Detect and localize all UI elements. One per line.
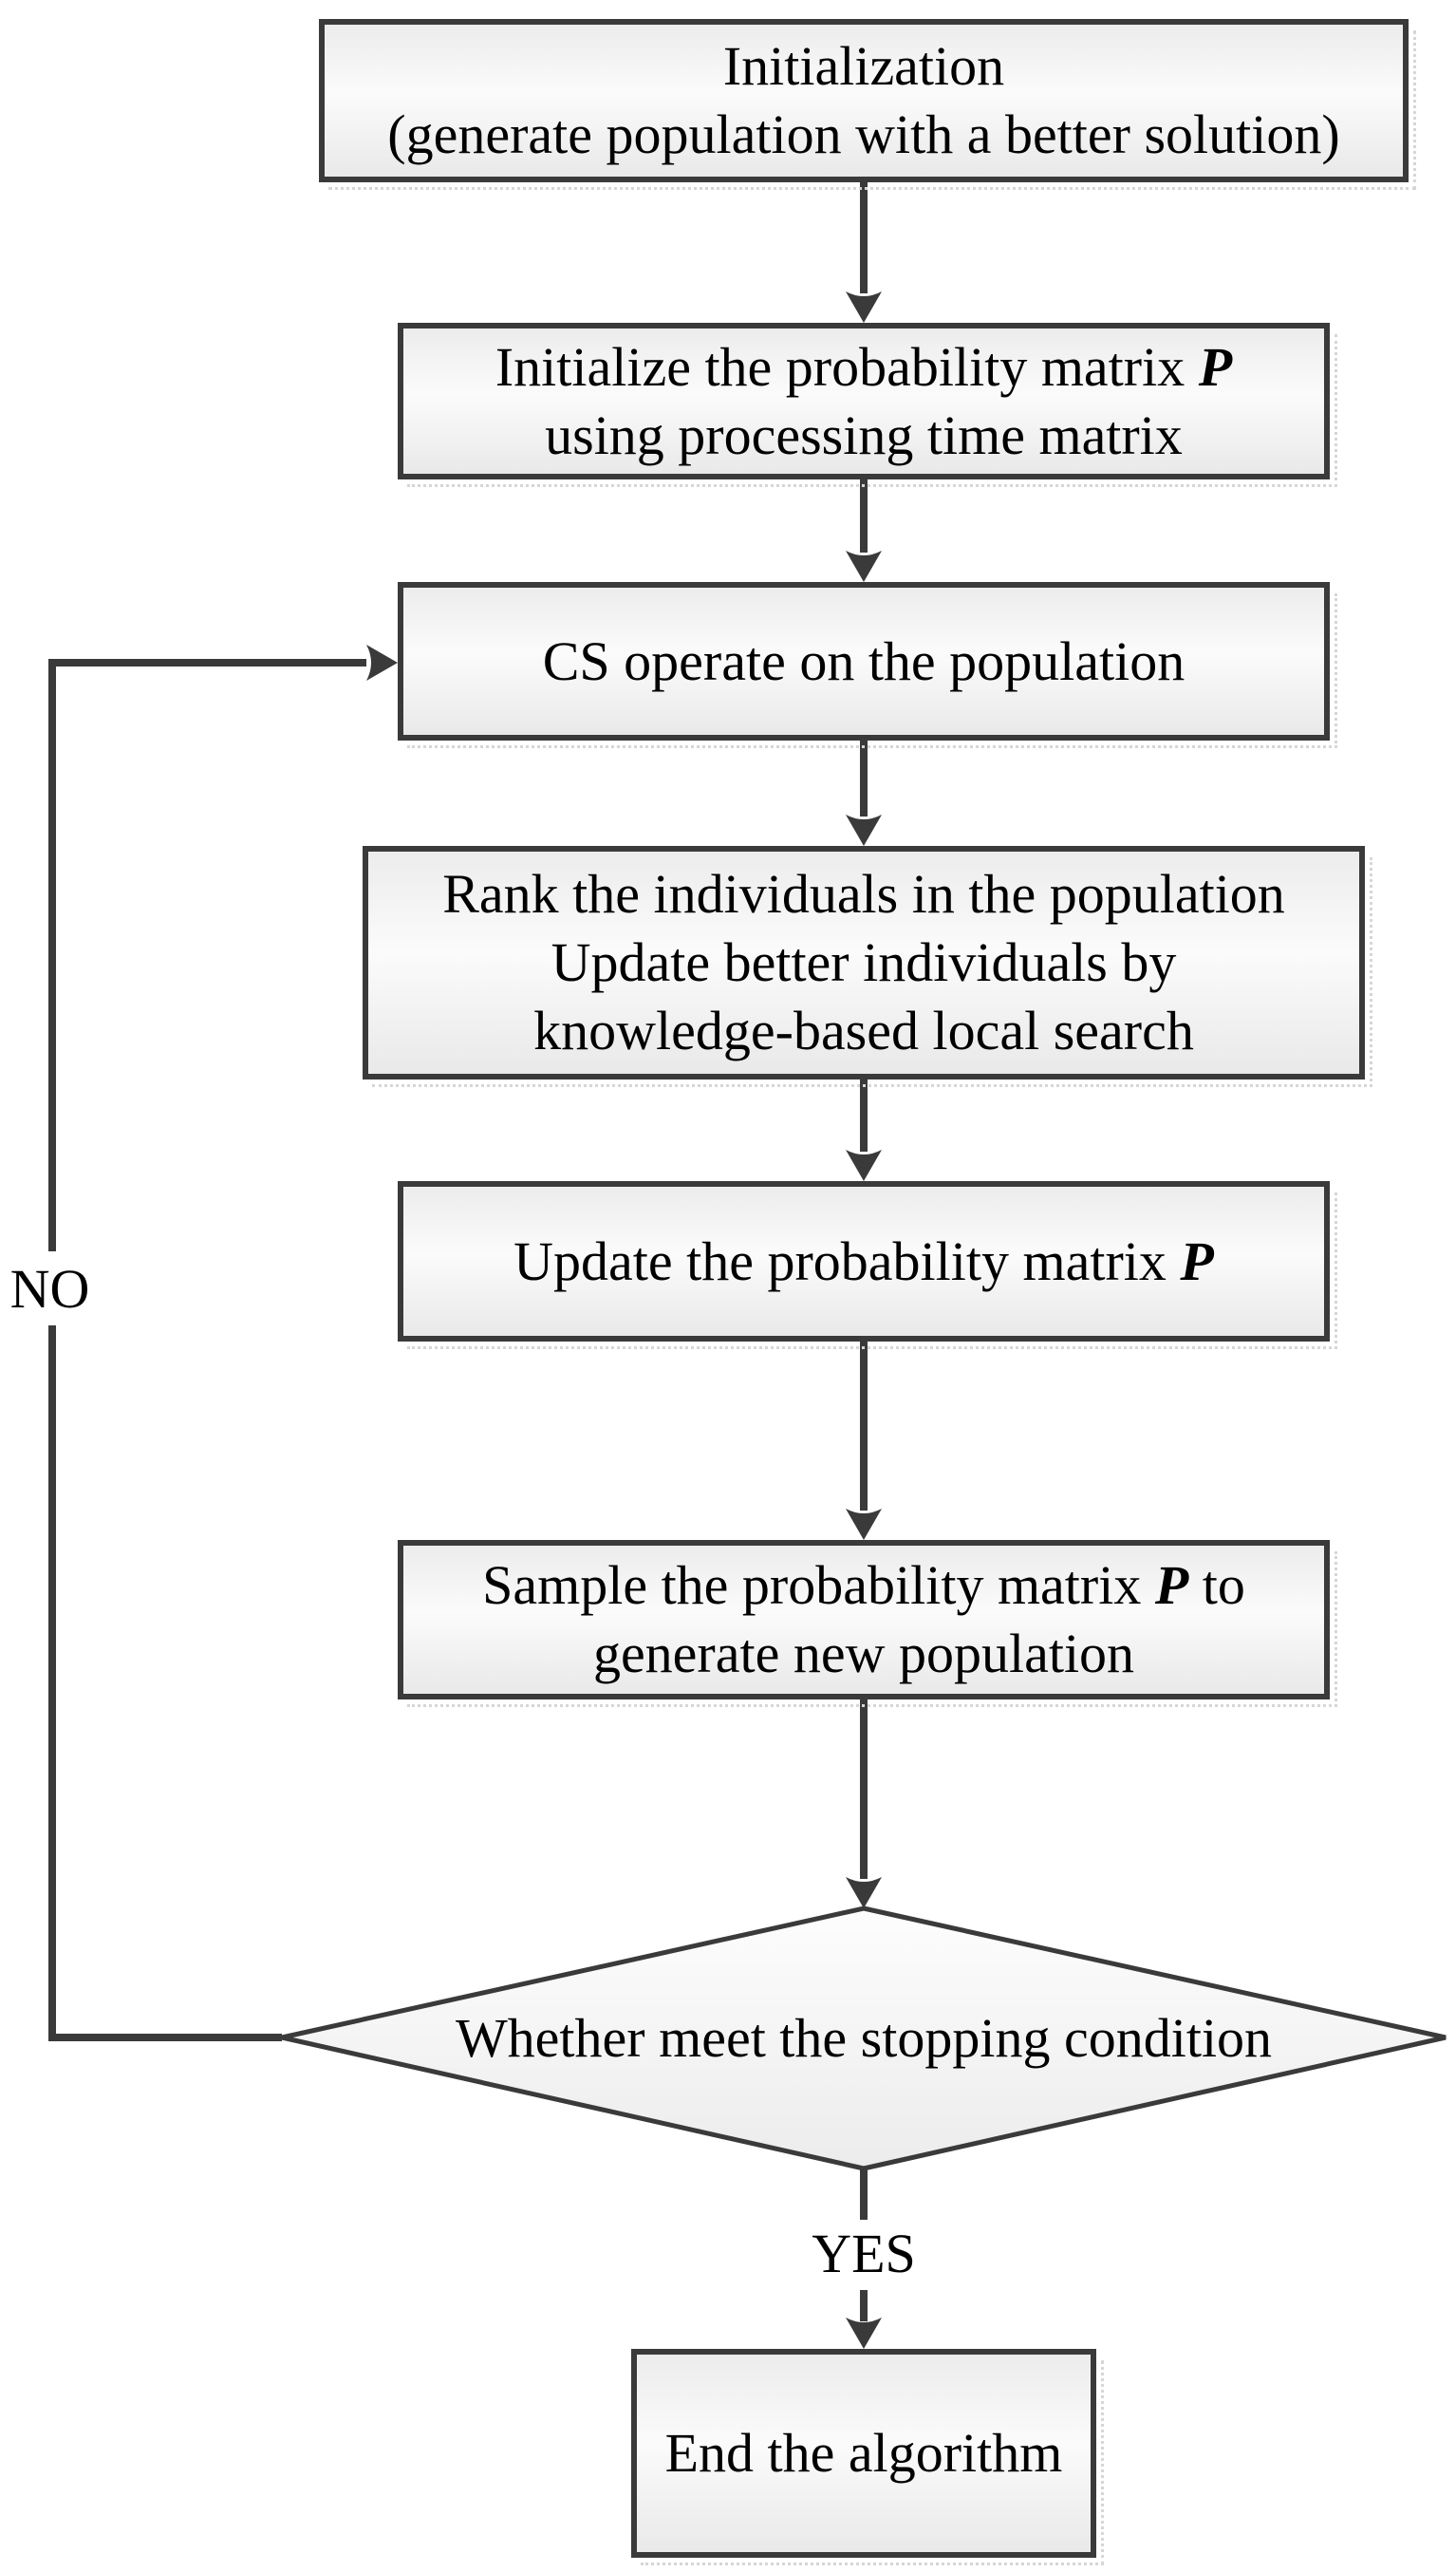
node-update-probability-matrix-label: Update the probability matrix P	[513, 1230, 1214, 1292]
node-stopping-condition-label-wrap: Whether meet the stopping condition	[282, 1908, 1446, 2168]
edge-no-loop-lower-line	[48, 1325, 282, 2041]
edge-no-loop-upper-line	[48, 659, 366, 1251]
edge-cs-to-rank-arrowhead-icon	[846, 815, 882, 846]
node-stopping-condition-label: Whether meet the stopping condition	[455, 2007, 1273, 2069]
node-stopping-condition-shape	[281, 1906, 1447, 2171]
edge-yes-arrowhead-icon	[846, 2318, 882, 2349]
node-end-algorithm: End the algorithm	[631, 2349, 1104, 2565]
node-end-algorithm-label: End the algorithm	[664, 2422, 1063, 2484]
edge-sample-to-decision-arrowhead-icon	[846, 1877, 882, 1908]
node-cs-operate: CS operate on the population	[398, 582, 1337, 748]
node-initialization: Initialization(generate population with …	[319, 19, 1416, 190]
edge-initmatrix-to-cs-arrowhead-icon	[846, 551, 882, 582]
edge-update-to-sample-arrowhead-icon	[846, 1509, 882, 1540]
branch-label-yes: YES	[812, 2223, 916, 2284]
node-cs-operate-label: CS operate on the population	[542, 629, 1185, 692]
branch-label-no: NO	[9, 1258, 90, 1320]
edge-init-to-initmatrix-arrowhead-icon	[846, 291, 882, 323]
edge-no-loop-arrowhead-icon	[366, 645, 398, 681]
edge-rank-to-update-arrowhead-icon	[846, 1150, 882, 1181]
node-update-probability-matrix: Update the probability matrix P	[398, 1181, 1337, 1349]
node-initialization-label: Initialization(generate population with …	[387, 35, 1340, 165]
